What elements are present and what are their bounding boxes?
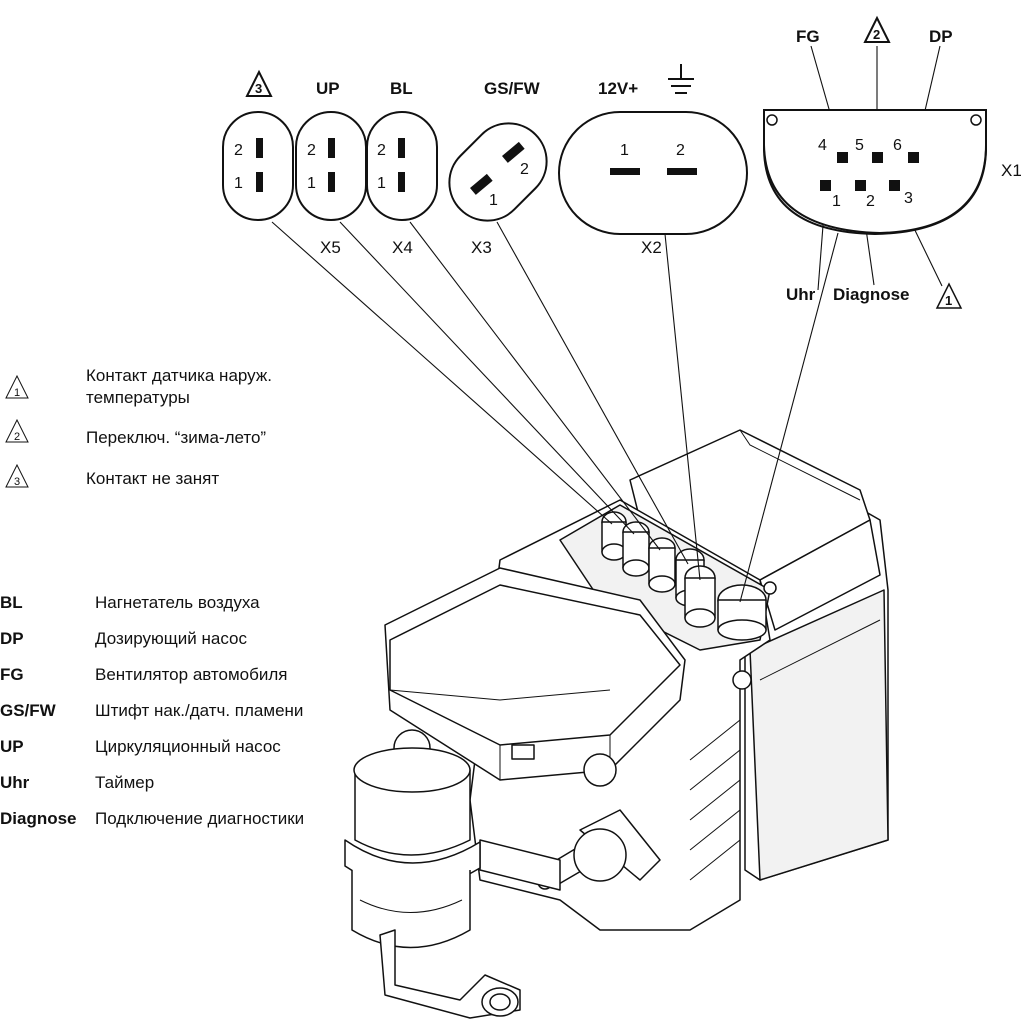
note-2-number: 2 — [14, 431, 20, 443]
x5-warn-number: 3 — [255, 81, 262, 96]
up-label: UP — [316, 79, 340, 98]
note-2-text: Переключ. “зима-лето” — [86, 428, 266, 447]
x1-pin-1: 1 — [832, 193, 841, 210]
note-3-number: 3 — [14, 476, 20, 488]
legend-desc-bl: Нагнетатель воздуха — [95, 593, 260, 612]
legend-abbr-dp: DP — [0, 629, 24, 648]
x1-pin-6: 6 — [893, 137, 902, 154]
note-1-text-line2: температуры — [86, 388, 190, 407]
note-3-triangle-icon — [5, 463, 29, 488]
x1-label: X1 — [1001, 161, 1022, 180]
dp-label: DP — [929, 27, 953, 46]
uhr-label: Uhr — [786, 285, 816, 304]
legend-abbr-diagnose: Diagnose — [0, 809, 77, 828]
legend-abbr-uhr: Uhr — [0, 773, 30, 792]
x4-pin-1: 1 — [307, 175, 316, 192]
note-3-text: Контакт не занят — [86, 469, 219, 488]
legend-desc-gsfw: Штифт нак./датч. пламени — [95, 701, 303, 720]
x1-pin-5: 5 — [855, 137, 864, 154]
legend-desc-dp: Дозирующий насос — [95, 629, 247, 648]
legend-desc-diagnose: Подключение диагностики — [95, 809, 304, 828]
heater-unit-drawing — [344, 429, 889, 1019]
gsfw-pin-1: 1 — [489, 192, 498, 209]
x3-pin-1: 1 — [377, 175, 386, 192]
x4-label: X4 — [392, 238, 413, 257]
x1-pin-4: 4 — [818, 137, 827, 154]
warning-notes: 1 Контакт датчика наруж. температуры 2 П… — [5, 366, 272, 488]
x2-pin-1: 1 — [620, 142, 629, 159]
warn-3-triangle-icon — [245, 69, 273, 97]
v12-label: 12V+ — [598, 79, 638, 98]
x1-top-warn-number: 2 — [873, 27, 880, 42]
warn-2-triangle-icon — [863, 15, 891, 43]
x5-label: X5 — [320, 238, 341, 257]
x3-label: X3 — [471, 238, 492, 257]
gsfw-label: GS/FW — [484, 79, 541, 98]
x5-pin-2: 2 — [234, 142, 243, 159]
x4-pin-2: 2 — [307, 142, 316, 159]
note-1-text-line1: Контакт датчика наруж. — [86, 366, 272, 385]
legend-desc-up: Циркуляционный насос — [95, 737, 281, 756]
gsfw-pin-2: 2 — [520, 161, 529, 178]
connector-x1: 4 5 6 1 2 3 X1 FG 2 DP Uhr Diagnose 1 — [763, 15, 1022, 309]
diagnose-label: Diagnose — [833, 285, 910, 304]
x1-pin-3: 3 — [904, 190, 913, 207]
ground-icon — [668, 64, 694, 94]
note-1-number: 1 — [14, 387, 20, 399]
bl-label: BL — [390, 79, 413, 98]
legend: BL Нагнетатель воздуха DP Дозирующий нас… — [0, 593, 304, 828]
fg-label: FG — [796, 27, 820, 46]
x2-label: X2 — [641, 238, 662, 257]
legend-abbr-bl: BL — [0, 593, 23, 612]
legend-abbr-up: UP — [0, 737, 24, 756]
x1-bottom-warn-number: 1 — [945, 293, 952, 308]
leader-lines — [271, 45, 943, 603]
connector-x2: 1 2 12V+ X2 — [558, 64, 748, 257]
note-1-triangle-icon — [5, 374, 29, 399]
x3-pin-2: 2 — [377, 142, 386, 159]
note-2-triangle-icon — [5, 418, 29, 443]
warn-1-triangle-icon — [935, 282, 963, 309]
connector-x4: 2 1 UP X4 — [295, 79, 413, 257]
x5-pin-1: 1 — [234, 175, 243, 192]
connector-gsfw: 2 1 GS/FW — [448, 79, 548, 222]
connector-x3: 2 1 BL X3 — [366, 79, 492, 257]
legend-desc-fg: Вентилятор автомобиля — [95, 665, 287, 684]
legend-abbr-fg: FG — [0, 665, 24, 684]
x1-pin-2: 2 — [866, 193, 875, 210]
legend-desc-uhr: Таймер — [95, 773, 154, 792]
x2-pin-2: 2 — [676, 142, 685, 159]
legend-abbr-gsfw: GS/FW — [0, 701, 57, 720]
connector-x5: 2 1 3 X5 — [222, 69, 341, 257]
